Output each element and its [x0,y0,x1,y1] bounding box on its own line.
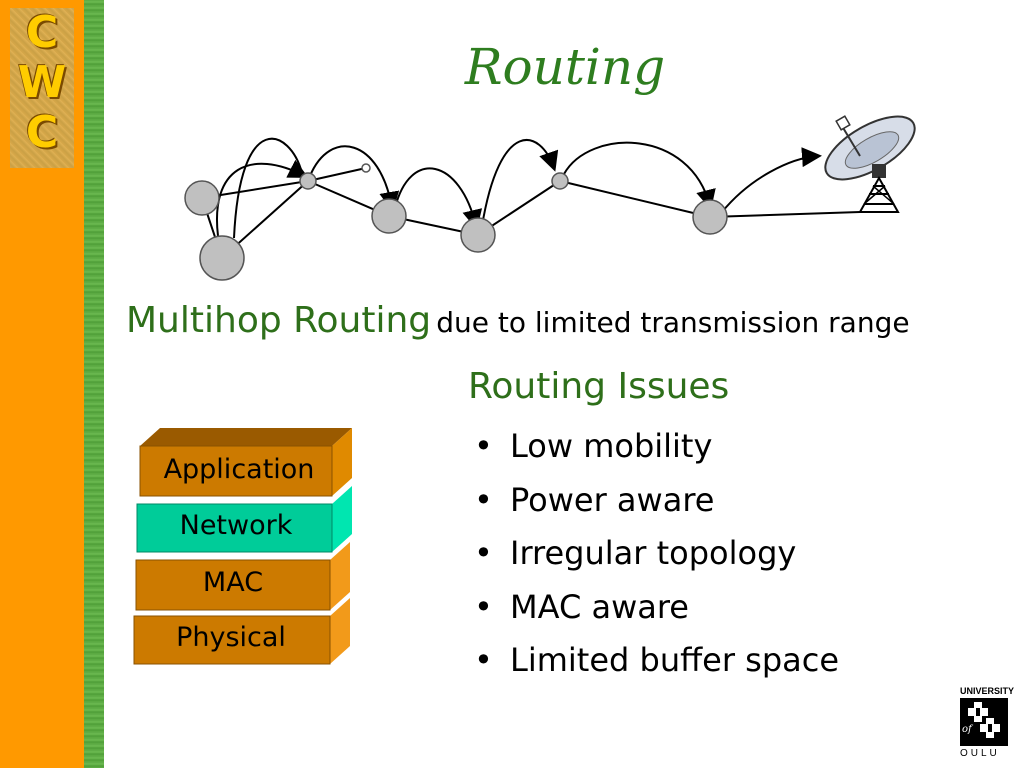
cwc-logo: C W C [10,8,74,168]
layer-physical: Physical [176,622,286,653]
list-item: •Power aware [474,480,715,519]
routing-issues-list: •Low mobility •Power aware •Irregular to… [474,420,839,688]
node-relay-small [361,163,371,173]
layer-network: Network [179,510,293,541]
university-logo: UNIVERSITY of OULU [960,686,1015,759]
node-relay-4 [551,172,569,190]
logo-letter-c2: C [25,107,59,158]
routing-issues-heading: Routing Issues [468,366,730,407]
emblem-pattern-icon [968,702,1000,738]
network-nodes [184,163,728,281]
multihop-subtitle: due to limited transmission range [436,306,910,339]
sidebar-stripe [84,0,104,768]
node-relay-1 [299,172,317,190]
list-item: •Irregular topology [474,534,797,572]
protocol-stack: Application Network MAC Physical [132,426,362,675]
stack-blocks [133,428,352,665]
hop-arrows [216,137,822,239]
list-item: •Low mobility [474,427,713,465]
slide-title: Routing [464,38,666,96]
node-large [199,235,245,281]
satellite-dish-icon [824,115,916,213]
node-relay-2 [371,198,407,234]
layer-application: Application [163,454,315,485]
university-logo-of: of [962,724,972,735]
node-relay-5 [692,199,728,235]
layer-mac: MAC [202,567,264,598]
university-logo-bottom: OULU [960,748,1000,759]
logo-letter-c1: C [25,7,59,58]
node-source [184,180,220,216]
list-item: •Limited buffer space [474,641,840,679]
university-logo-emblem: of [960,698,1008,746]
university-logo-top: UNIVERSITY [960,686,1015,696]
multihop-caption: Multihop Routing due to limited transmis… [126,300,910,341]
logo-letter-w: W [17,57,67,108]
list-item: •MAC aware [474,587,689,626]
node-relay-3 [460,217,496,253]
multihop-diagram [184,115,916,281]
multihop-headline: Multihop Routing [126,300,432,341]
